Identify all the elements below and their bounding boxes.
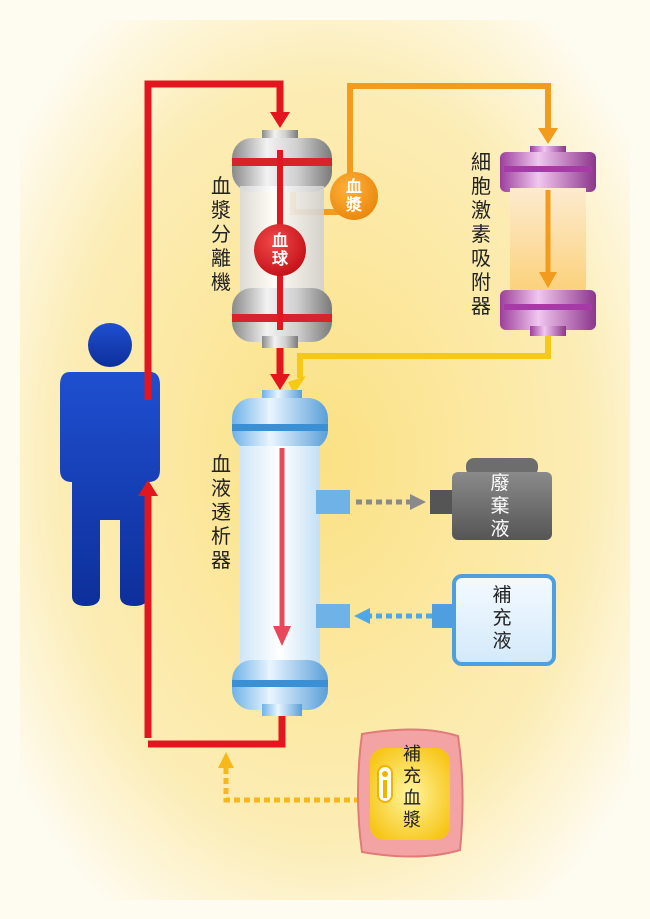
background-glow [20,20,630,900]
cytokine-adsorber [500,146,596,336]
supplement-flow-line [223,766,360,803]
plasma-separator [232,130,332,348]
plasma-badge: 血漿 [330,172,378,220]
replacement-container [432,574,556,666]
arrow-from-replacement [354,608,370,624]
waste-container [430,458,552,540]
waste-fluid-label: 廢棄液 [490,472,510,540]
arrow-into-dialyzer [270,374,290,390]
arrow-into-separator [270,112,290,128]
plasma-separator-label: 血漿分離機 [211,174,231,294]
hemodialyzer [232,390,350,716]
arrow-to-waste [410,494,426,510]
replacement-fluid-label: 補充液 [492,584,512,652]
arrow-return-plasma [288,376,306,394]
human-figure-icon [60,323,160,606]
cytokine-adsorber-label: 細胞激素吸附器 [471,150,491,318]
info-icon [377,765,393,803]
blood-cells-badge: 血球 [254,224,306,276]
return-plasma-line [297,330,551,378]
supplement-plasma-label: 補充血漿 [403,744,421,831]
blood-circuit-line [144,80,286,748]
arrow-supplement [218,752,234,768]
arrow-into-adsorber [538,128,558,144]
arrow-into-body [138,480,158,496]
hemodialyzer-label: 血液透析器 [211,452,231,572]
